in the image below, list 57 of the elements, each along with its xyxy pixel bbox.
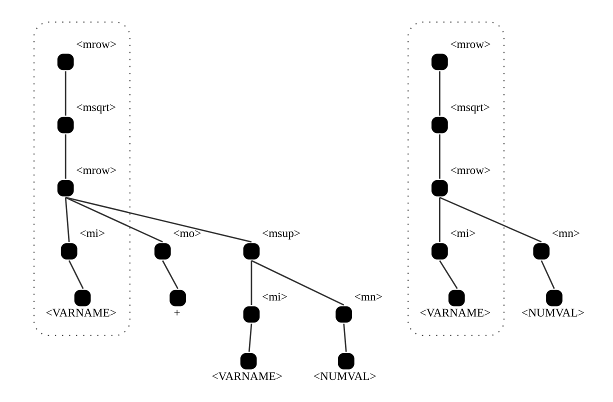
node-circle xyxy=(431,116,448,134)
node-circle xyxy=(337,352,354,370)
node-label: <mrow> xyxy=(76,38,116,51)
connector xyxy=(250,260,252,306)
connector xyxy=(64,196,162,243)
connector xyxy=(438,260,458,290)
connector xyxy=(64,197,70,242)
node-label: <VARNAME> xyxy=(419,306,490,320)
node-circle xyxy=(431,54,448,70)
node-label: <mi> xyxy=(261,290,288,304)
connector xyxy=(64,196,252,243)
node-circle xyxy=(335,306,352,323)
node-circle xyxy=(240,352,256,370)
node-circle xyxy=(169,290,186,306)
connector xyxy=(438,198,440,242)
node-label: <mn> xyxy=(551,227,580,240)
node-circle xyxy=(546,290,562,306)
node-label: <NUMVAL> xyxy=(521,306,584,320)
node-label: <msup> xyxy=(261,227,300,240)
node-circle xyxy=(154,243,170,260)
connector xyxy=(540,260,554,289)
connector xyxy=(248,324,252,352)
node-label: <NUMVAL> xyxy=(312,370,376,383)
node-label: <mo> xyxy=(172,227,201,240)
node-label: <msqrt> xyxy=(76,100,116,114)
node-label: <mi> xyxy=(450,227,476,240)
node-circle xyxy=(56,116,74,134)
node-label: <mrow> xyxy=(450,164,490,178)
node-circle xyxy=(532,243,550,260)
connector xyxy=(342,324,346,352)
node-circle xyxy=(242,306,260,323)
node-circle xyxy=(431,243,448,260)
node-label: <mrow> xyxy=(450,38,490,51)
connector xyxy=(64,71,66,116)
node-circle xyxy=(242,243,260,260)
node-label: <mi> xyxy=(79,227,105,240)
node-circle xyxy=(60,243,77,260)
node-label: <VARNAME> xyxy=(211,370,282,383)
node-label: <VARNAME> xyxy=(45,306,116,320)
node-circle xyxy=(431,180,448,196)
connector xyxy=(250,260,344,306)
node-circle xyxy=(56,180,74,196)
node-label: + xyxy=(173,306,180,320)
node-label: <mrow> xyxy=(76,164,116,178)
node-circle xyxy=(448,290,464,306)
node-label: <mn> xyxy=(354,290,382,304)
node-circle xyxy=(56,54,74,70)
cluster xyxy=(407,22,504,336)
connector xyxy=(162,260,178,290)
node-circle xyxy=(74,290,90,306)
connector xyxy=(438,71,440,116)
cluster xyxy=(32,22,130,336)
connector xyxy=(438,196,542,243)
connector xyxy=(64,134,66,179)
node-label: <msqrt> xyxy=(450,100,490,114)
connector xyxy=(438,134,440,179)
connector xyxy=(68,260,84,289)
